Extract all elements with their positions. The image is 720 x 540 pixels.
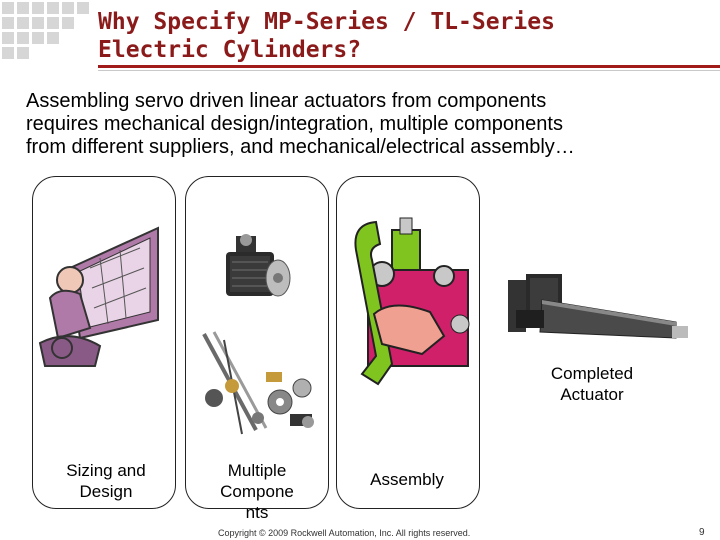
completed-line-1: Completed bbox=[550, 364, 634, 383]
title-line-1: Why Specify MP-Series / TL-Series bbox=[98, 9, 555, 35]
title-rule-thin bbox=[98, 70, 720, 71]
components-photo-icon bbox=[202, 331, 314, 435]
label-components-line-2: Compone bbox=[220, 482, 294, 501]
label-assembly: Assembly bbox=[340, 469, 474, 490]
column-sizing-design bbox=[32, 176, 176, 509]
servo-motor-photo-icon bbox=[226, 234, 291, 297]
actuator-photo-icon bbox=[508, 274, 688, 339]
label-components-line-3: nts bbox=[245, 503, 269, 522]
label-sizing-design-line-2: Design bbox=[79, 482, 133, 501]
page-number: 9 bbox=[699, 527, 705, 538]
body-line-3: from different suppliers, and mechanical… bbox=[26, 136, 575, 158]
label-components-line-1: Multiple bbox=[227, 461, 287, 480]
body-line-2: requires mechanical design/integration, … bbox=[26, 113, 563, 135]
designer-clipart-icon bbox=[38, 226, 159, 367]
label-sizing-design-line-1: Sizing and bbox=[66, 461, 146, 480]
body-line-1: Assembling servo driven linear actuators… bbox=[26, 90, 547, 112]
title-line-2: Electric Cylinders? bbox=[98, 37, 362, 63]
column-assembly bbox=[336, 176, 480, 509]
title-rule bbox=[98, 65, 720, 68]
wrench-assembly-clipart-icon bbox=[354, 217, 470, 386]
grid-decoration bbox=[2, 2, 89, 59]
slide-title: Why Specify MP-Series / TL-Series Electr… bbox=[98, 8, 698, 64]
label-sizing-design: Sizing and Design bbox=[36, 460, 176, 502]
label-assembly-line-1: Assembly bbox=[370, 470, 444, 489]
label-completed-actuator: Completed Actuator bbox=[532, 363, 652, 405]
copyright-footer: Copyright © 2009 Rockwell Automation, In… bbox=[218, 528, 471, 538]
completed-line-2: Actuator bbox=[560, 385, 624, 404]
label-multiple-components: Multiple Compone nts bbox=[190, 460, 324, 523]
body-paragraph: Assembling servo driven linear actuators… bbox=[26, 90, 706, 159]
column-multiple-components bbox=[185, 176, 329, 509]
